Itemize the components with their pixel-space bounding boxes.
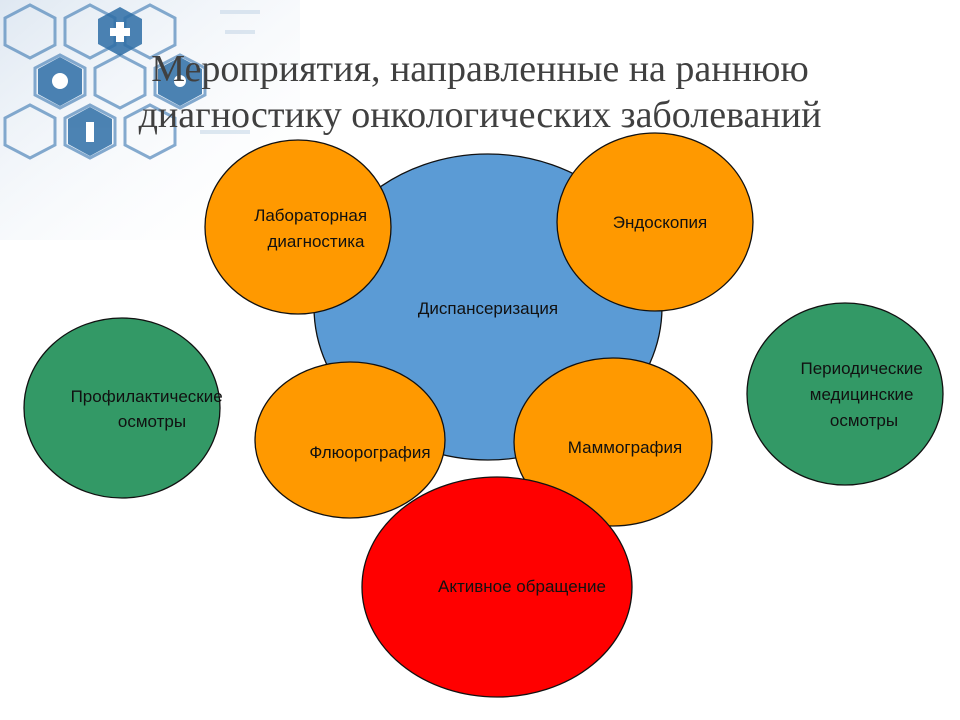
slide-title: Мероприятия, направленные на раннюю диаг… bbox=[70, 46, 890, 138]
node-mammo-label: Маммография bbox=[568, 438, 682, 457]
node-lab bbox=[204, 139, 392, 315]
node-fluoro bbox=[254, 361, 446, 519]
node-active bbox=[361, 476, 633, 698]
node-endoscopy-label: Эндоскопия bbox=[613, 213, 707, 232]
node-prof-label: Профилактические осмотры bbox=[71, 387, 228, 431]
node-mammo bbox=[513, 357, 713, 527]
medical-hexagon-decoration bbox=[0, 0, 300, 240]
node-periodic-label: Периодические медицинские осмотры bbox=[800, 359, 927, 430]
node-active-label: Активное обращение bbox=[438, 577, 606, 596]
node-dispanserizaciya-label: Диспансеризация bbox=[418, 299, 558, 318]
node-prof bbox=[23, 317, 221, 499]
slide-title-line-1: Мероприятия, направленные на раннюю bbox=[151, 48, 809, 90]
node-fluoro-label: Флюорография bbox=[309, 443, 430, 462]
slide-title-line-2: диагностику онкологических заболеваний bbox=[138, 94, 822, 136]
node-lab-label: Лабораторная диагностика bbox=[254, 206, 372, 251]
node-periodic bbox=[746, 302, 944, 486]
node-endoscopy bbox=[556, 132, 754, 312]
